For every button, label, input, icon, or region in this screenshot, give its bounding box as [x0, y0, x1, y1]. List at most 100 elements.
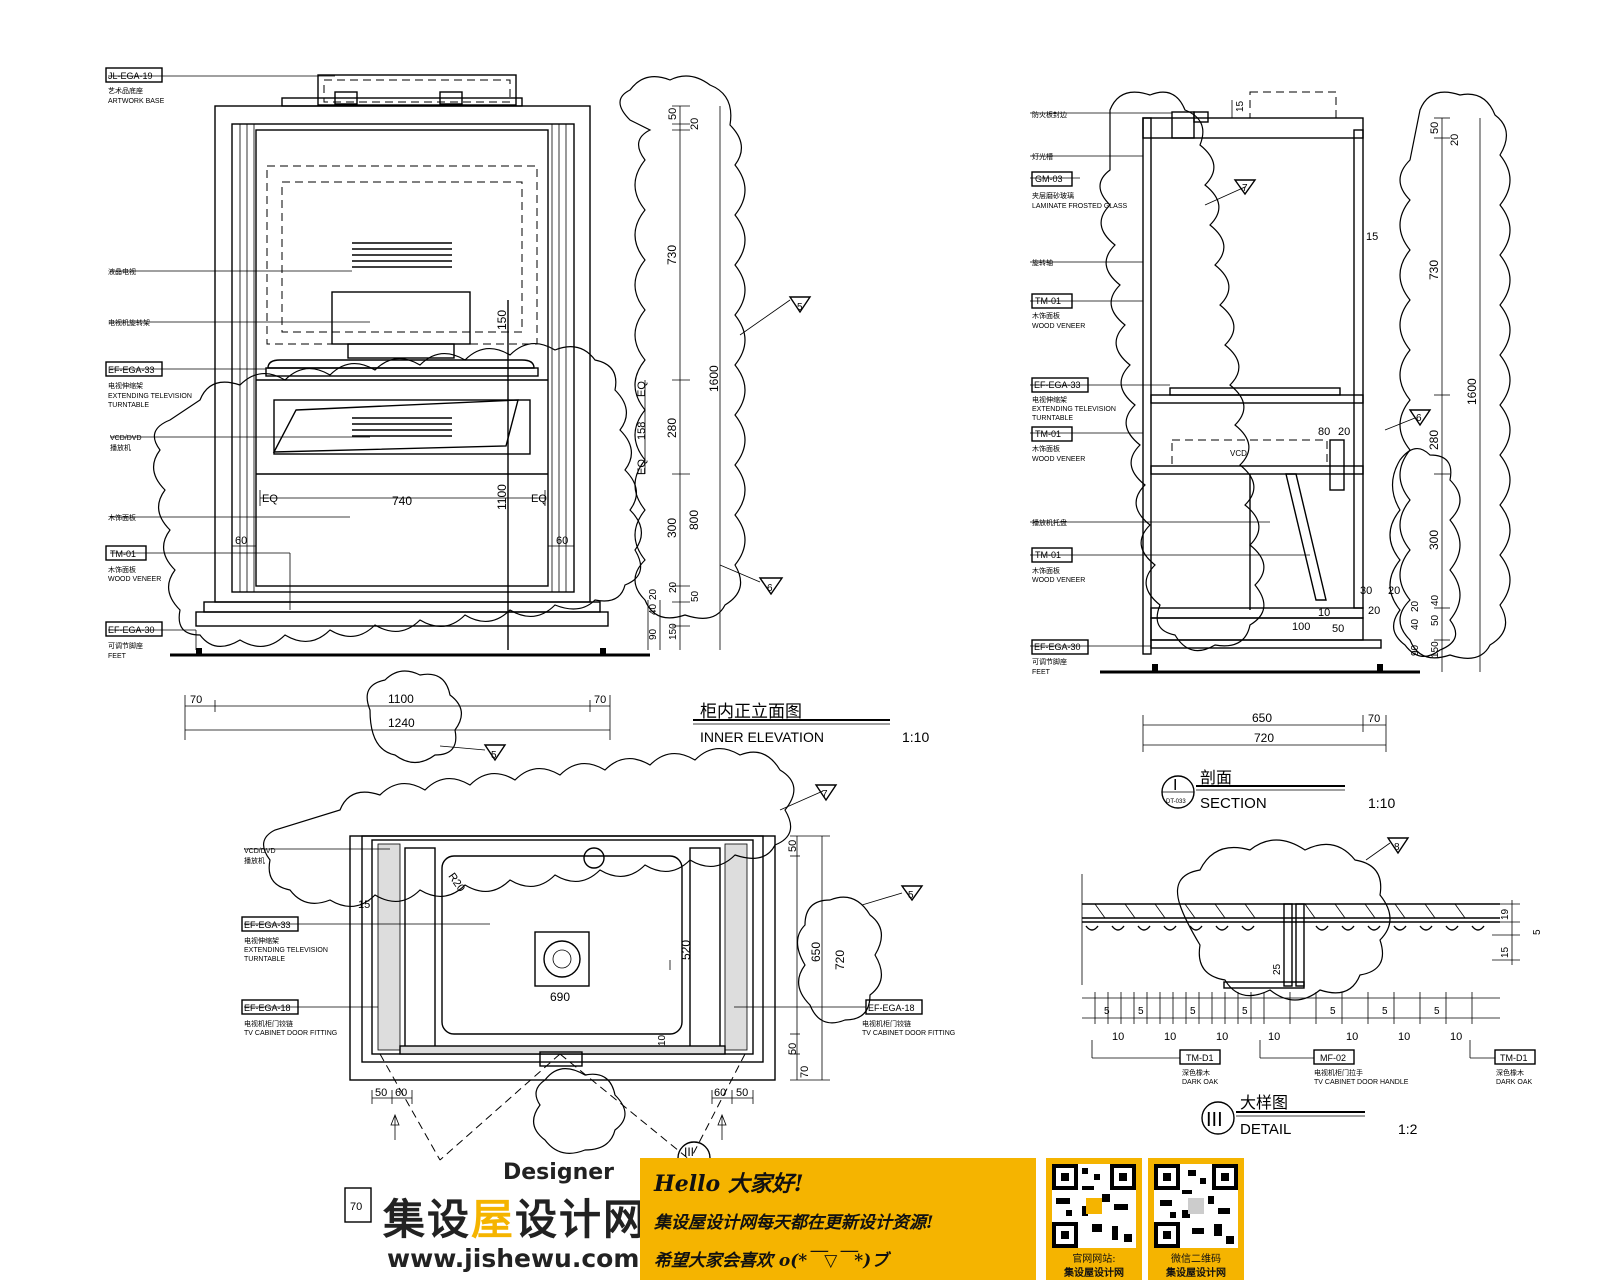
dim-50-f: 50: [787, 840, 799, 852]
note-r20: R20: [446, 871, 467, 894]
note-door-cn-b: 电视机柜门铰链: [862, 1019, 911, 1028]
title-detail-scale: 1:2: [1398, 1121, 1418, 1137]
dim-10-c: 10: [1112, 1031, 1124, 1043]
rev-5-c: 5: [908, 890, 914, 901]
tag-ef33-b: EF-EGA-33: [1034, 380, 1081, 390]
dim-15-b: 15: [1366, 231, 1378, 243]
dim-50-c: 50: [1429, 122, 1441, 134]
note-rotate: 旋转轴: [1032, 258, 1053, 267]
rev-5-a: 5: [797, 302, 803, 313]
dim-10-h: 10: [1398, 1031, 1410, 1043]
dim-158-a: 158: [636, 422, 648, 440]
dim-1100-h: 1100: [388, 692, 414, 706]
detail-ref-mark: III: [684, 1145, 694, 1159]
dim-20-g: 20: [1368, 605, 1380, 617]
note-extending-en: EXTENDING TELEVISION: [108, 393, 192, 400]
dim-300-a: 300: [665, 518, 679, 538]
title-section-scale: 1:10: [1368, 795, 1395, 811]
note-vcd-box: VCD: [1230, 449, 1247, 458]
note-dark-oak-en-b: DARK OAK: [1496, 1079, 1533, 1086]
dim-5-c: 5: [1190, 1006, 1196, 1017]
dim-730-a: 730: [665, 245, 679, 265]
dim-30: 30: [1360, 585, 1372, 597]
dim-40-a: 40: [648, 603, 659, 615]
note-vcd-plan-cn: 播放机: [244, 856, 265, 865]
site-logo[interactable]: Designer 集设屋设计网 www.jishewu.com: [383, 1160, 645, 1280]
qr-site-code-icon: [1052, 1164, 1136, 1248]
dim-650-b: 650: [809, 942, 823, 962]
tag-ef33-a: EF-EGA-33: [108, 365, 155, 375]
note-handle-cn: 电视机柜门拉手: [1314, 1068, 1363, 1077]
tag-ef30-a: EF-EGA-30: [108, 625, 155, 635]
dim-70-c: 70: [1368, 713, 1380, 725]
qr-site-name: 集设屋设计网: [1064, 1268, 1124, 1279]
dim-20-d: 20: [1449, 134, 1461, 146]
title-section-en: SECTION: [1200, 795, 1267, 812]
dim-70-d: 70: [799, 1066, 811, 1078]
dim-1240: 1240: [388, 716, 415, 730]
dim-19: 19: [1500, 908, 1511, 920]
note-glass-en: LAMINATE FROSTED GLASS: [1032, 203, 1127, 210]
title-detail-en: DETAIL: [1240, 1121, 1291, 1138]
qr-wechat-name: 集设屋设计网: [1166, 1268, 1226, 1279]
logo-designer: Designer: [503, 1160, 614, 1185]
dim-100: 100: [1292, 621, 1310, 633]
dim-90-b: 90: [1410, 644, 1421, 656]
title-inner-cn: 柜内正立面图: [700, 702, 802, 721]
dim-10-d: 10: [1164, 1031, 1176, 1043]
qr-site-label: 官网网站:: [1072, 1254, 1116, 1265]
dim-150-a: 150: [495, 310, 509, 330]
note-handle-en: TV CABINET DOOR HANDLE: [1314, 1079, 1409, 1086]
tag-tm-d1-b: TM-D1: [1500, 1053, 1528, 1063]
promo-banner: Hello 大家好! 集设屋设计网每天都在更新设计资源! 希望大家会喜欢 o(*…: [640, 1158, 1036, 1280]
qr-wechat-label: 微信二维码: [1171, 1254, 1221, 1265]
note-wood-cn-d: 木饰面板: [1032, 566, 1060, 575]
dim-40-c: 40: [1410, 618, 1421, 630]
dim-40-b: 40: [1430, 594, 1441, 606]
dim-60-a: 60: [235, 535, 247, 547]
dim-10-i: 10: [1450, 1031, 1462, 1043]
dim-5-b: 5: [1138, 1006, 1144, 1017]
note-extending-cn-b: 电视伸缩架: [1032, 395, 1067, 404]
note-wood-en-b: WOOD VENEER: [1032, 323, 1085, 330]
dim-5-e: 5: [1330, 1006, 1336, 1017]
dim-10-b: 10: [657, 1034, 668, 1046]
dim-20-b: 20: [668, 581, 679, 593]
qr-wechat-code-icon: [1154, 1164, 1238, 1248]
qr-site[interactable]: 官网网站: 集设屋设计网: [1046, 1158, 1142, 1280]
note-door-en-b: TV CABINET DOOR FITTING: [862, 1030, 955, 1037]
dim-50-e: 50: [1430, 614, 1441, 626]
dim-90-a: 90: [648, 628, 659, 640]
dim-70-a: 70: [190, 694, 202, 706]
note-wood-en-c: WOOD VENEER: [1032, 456, 1085, 463]
inner-elevation: [105, 67, 890, 764]
dim-50-g: 50: [787, 1043, 799, 1055]
dim-5-a: 5: [1104, 1006, 1110, 1017]
note-extending-cn-c: 电视伸缩架: [244, 936, 279, 945]
dim-60-b: 60: [556, 535, 568, 547]
rev-6-b: 6: [1416, 413, 1422, 424]
note-feet-en-b: FEET: [1032, 669, 1051, 676]
dim-80: 80: [1318, 426, 1330, 438]
dim-50-a: 50: [667, 108, 679, 120]
tag-tm01-a: TM-01: [110, 549, 136, 559]
tag-tm-d1-a: TM-D1: [1186, 1053, 1214, 1063]
qr-wechat[interactable]: 微信二维码 集设屋设计网: [1148, 1158, 1244, 1280]
note-door-en-a: TV CABINET DOOR FITTING: [244, 1030, 337, 1037]
note-wood-cn-c: 木饰面板: [1032, 444, 1060, 453]
logo-name: 集设屋设计网: [383, 1186, 647, 1247]
dim-730-b: 730: [1427, 260, 1441, 280]
section-view: [1030, 91, 1511, 809]
dim-740: 740: [392, 494, 412, 508]
tag-ef33-c: EF-EGA-33: [244, 920, 291, 930]
note-vcd-cn: 播放机: [110, 443, 131, 452]
logo-name-c: 设计网: [515, 1195, 648, 1244]
dim-eq-a: EQ: [636, 381, 648, 397]
dim-15-a: 15: [1235, 100, 1246, 112]
dim-60-d: 60: [714, 1087, 726, 1099]
note-extending-cn: 电视伸缩架: [108, 381, 143, 390]
note-door-cn-a: 电视机柜门铰链: [244, 1019, 293, 1028]
tag-tm01-c: TM-01: [1035, 429, 1061, 439]
note-vcd: VCD/DVD: [110, 435, 142, 442]
